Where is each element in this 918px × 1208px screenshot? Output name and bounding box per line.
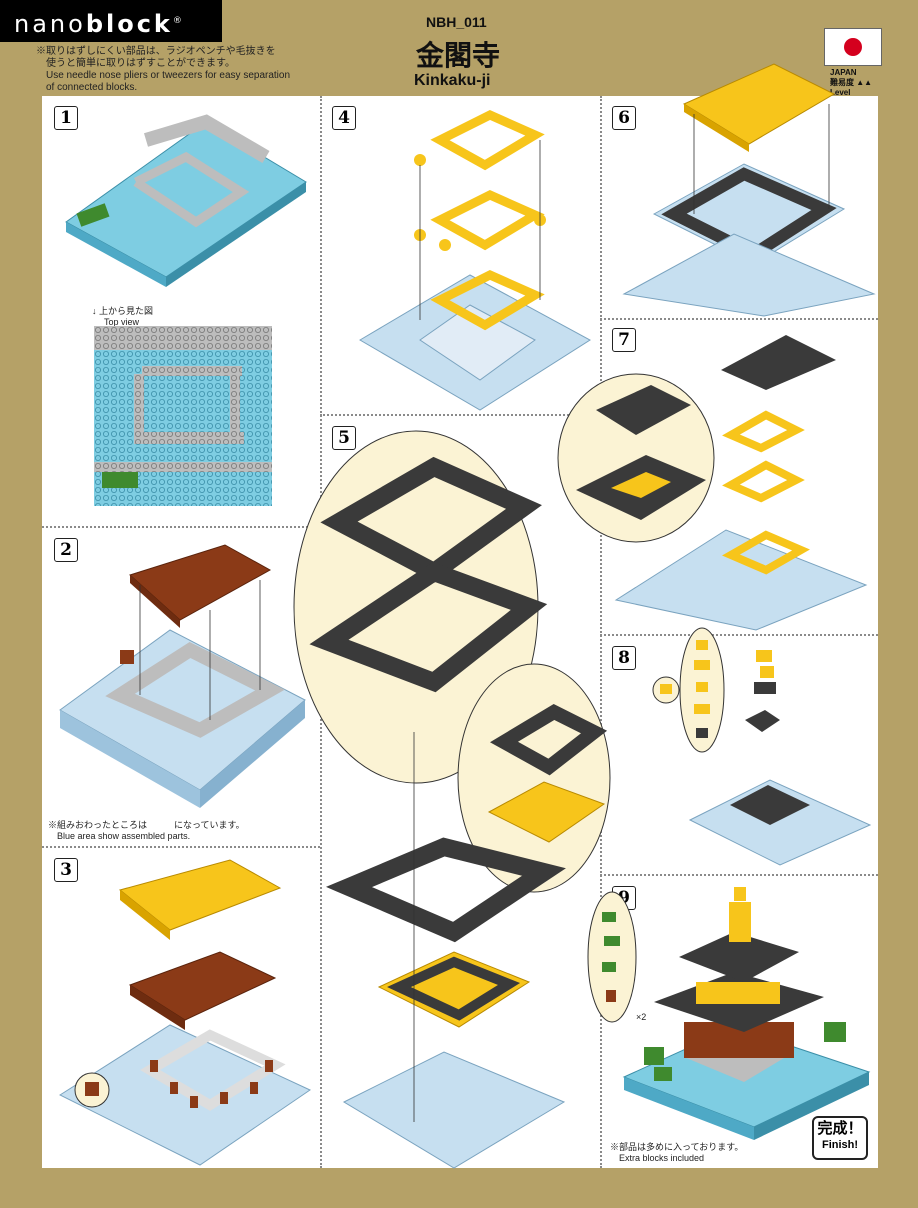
step-number-7: 7 bbox=[612, 328, 636, 352]
difficulty-level: JAPAN 難易度 ▲▲ Level bbox=[830, 68, 873, 97]
step4-illustration bbox=[359, 110, 591, 411]
row-divider bbox=[600, 634, 878, 636]
title-english: Kinkaku-ji bbox=[414, 72, 491, 89]
step-number-3: 3 bbox=[54, 858, 78, 882]
step-number-8: 8 bbox=[612, 646, 636, 670]
top-view-label-jp: ↓ 上から見た図 bbox=[92, 306, 154, 316]
row-divider bbox=[42, 526, 320, 528]
step9-illustration bbox=[587, 887, 871, 1140]
step-number-2: 2 bbox=[54, 538, 78, 562]
step1-illustration bbox=[65, 114, 307, 287]
step-number-4: 4 bbox=[332, 106, 356, 130]
step2-illustration bbox=[59, 544, 306, 808]
step8-illustration bbox=[652, 627, 872, 866]
step3-illustration bbox=[58, 859, 312, 1166]
top-view-label-en: Top view bbox=[104, 317, 140, 327]
step-number-5: 5 bbox=[332, 426, 356, 450]
step-number-6: 6 bbox=[612, 106, 636, 130]
nanoblock-logo: nanoblock® bbox=[0, 0, 222, 42]
row-divider bbox=[42, 846, 320, 848]
row-divider bbox=[600, 874, 878, 876]
step7-illustration bbox=[557, 335, 868, 631]
row-divider bbox=[600, 318, 878, 320]
times-two-label: ×2 bbox=[636, 1012, 647, 1022]
column-divider bbox=[600, 96, 602, 1168]
step5-illustration bbox=[293, 430, 611, 1169]
model-code: NBH_011 bbox=[426, 14, 487, 30]
blue-area-note: ※組みおわったところは になっています。 Blue area show asse… bbox=[48, 820, 245, 841]
top-view-grid bbox=[94, 326, 272, 506]
step-number-1: 1 bbox=[54, 106, 78, 130]
title-japanese: 金閣寺 bbox=[416, 39, 501, 72]
row-divider bbox=[320, 414, 600, 416]
finish-badge: 完成！ Finish! bbox=[812, 1116, 868, 1160]
japan-flag-icon bbox=[824, 28, 882, 66]
extra-blocks-note: ※部品は多めに入っております。 Extra blocks included bbox=[610, 1142, 744, 1163]
separation-tip: ※取りはずしにくい部品は、ラジオペンチや毛抜きを 使うと簡単に取りはずすことがで… bbox=[36, 46, 291, 93]
step6-illustration bbox=[622, 63, 876, 317]
